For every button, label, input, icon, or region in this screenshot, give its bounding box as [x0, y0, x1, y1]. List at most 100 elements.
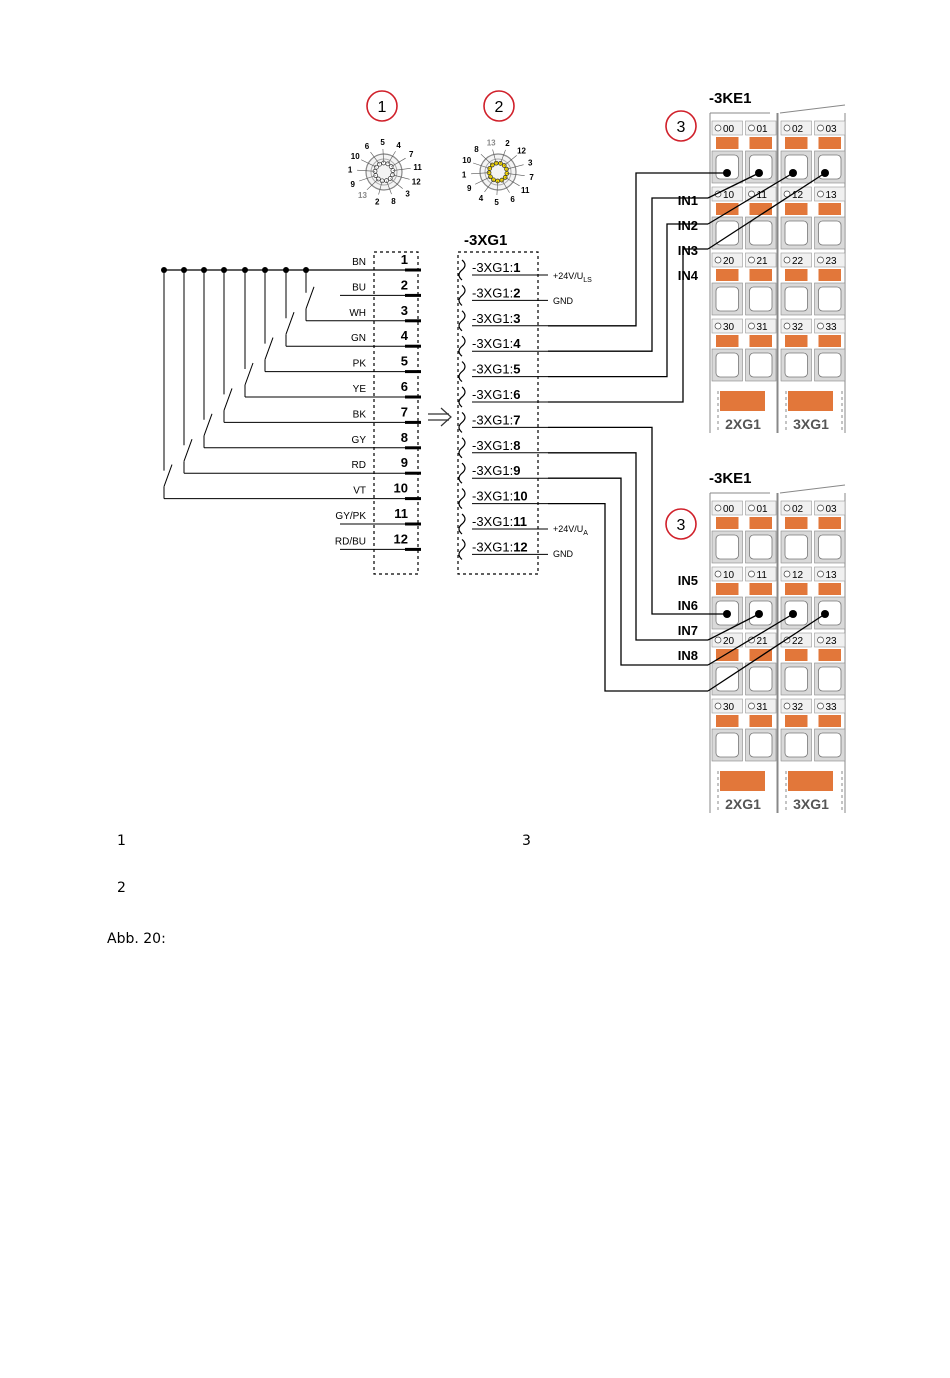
pin-number: 5 [380, 138, 385, 147]
wire-color-label: GY/PK [335, 511, 366, 522]
socket-terminal-label: -3XG1:1 [472, 260, 520, 275]
pin-leader [501, 179, 510, 193]
terminal-label-box [814, 500, 846, 516]
pin-leader [391, 157, 406, 167]
socket-terminal-label: -3XG1:10 [472, 489, 528, 504]
pin-number: 9 [350, 180, 355, 189]
pin-leader [505, 177, 520, 187]
pin-number: 6 [365, 142, 370, 151]
pin-leader [361, 159, 377, 168]
terminal-address: 32 [792, 702, 804, 713]
led-indicator [817, 636, 824, 644]
terminal-label-box [745, 500, 777, 516]
socket-contact-icon [458, 513, 466, 535]
terminal-address: 10 [723, 570, 735, 581]
pin-number: 3 [528, 158, 533, 167]
led-indicator [783, 570, 791, 578]
pin-number: 2 [505, 139, 510, 148]
led-indicator [714, 702, 722, 710]
wire-color-label: BK [353, 409, 367, 420]
plug-pin-number: 6 [401, 379, 408, 394]
socket-terminal-label: -3XG1:6 [472, 387, 520, 402]
terminal-opening [749, 220, 773, 246]
terminal-opening [715, 352, 739, 378]
terminal-label-box [711, 632, 743, 648]
pin-leader [392, 168, 411, 171]
terminal-release-lever [818, 203, 841, 215]
connector-ring [484, 158, 512, 186]
led-indicator [817, 570, 824, 578]
plug-pin-number: 2 [401, 277, 408, 292]
callout-connector-2: 2 [483, 90, 515, 122]
callout-connector-1: 1 [366, 90, 398, 122]
mating-arrow-icon [428, 407, 452, 427]
terminal-label-box [814, 186, 846, 202]
terminal-label-box [780, 252, 812, 268]
terminal-address: 13 [826, 570, 838, 581]
module-housing [709, 484, 846, 813]
route-wire-diagonal [707, 172, 760, 199]
module-input-label: IN3 [678, 243, 698, 258]
terminal-label-box [745, 318, 777, 334]
terminal-opening [715, 220, 739, 246]
led-indicator [714, 322, 722, 330]
pin-number: 4 [479, 194, 484, 203]
terminal-address: 11 [757, 570, 768, 581]
supply-label-t2: GND [553, 296, 574, 306]
socket-terminal-label: -3XG1:2 [472, 285, 520, 300]
pin-number: 9 [467, 184, 472, 193]
socket-terminal-label: -3XG1:5 [472, 362, 520, 377]
module-input-label: IN4 [678, 268, 699, 283]
terminal-address: 31 [757, 322, 769, 333]
plug-label: 3XG1 [793, 416, 829, 432]
pin-number: 8 [474, 145, 479, 154]
wire-color-label: GN [351, 333, 366, 344]
route-wire-diagonal [707, 172, 826, 250]
terminal-label-box [745, 566, 777, 582]
module-title: -3KE1 [709, 90, 752, 107]
plug-pin-number: 8 [401, 430, 408, 445]
switch-wiring [161, 267, 405, 550]
wire-color-label: BU [352, 282, 366, 293]
socket-terminal-label: -3XG1:12 [472, 539, 528, 554]
pin-number: 10 [351, 152, 360, 161]
socket-contact-icon [458, 284, 466, 306]
pin-leader [506, 164, 524, 170]
terminal-label-box [711, 500, 743, 516]
pin-number: 11 [413, 163, 422, 172]
connector-ring [370, 158, 398, 186]
switch-contact [203, 413, 213, 436]
module-housing [709, 104, 846, 433]
plug-connector-body [788, 391, 833, 411]
route-wire [548, 502, 708, 692]
led-indicator [714, 256, 722, 264]
plug-pin-number: 5 [401, 354, 408, 369]
svg-text:3: 3 [677, 517, 686, 534]
socket-contact-icon [458, 437, 466, 459]
socket-contact-icon [458, 538, 466, 560]
terminal-release-lever [716, 269, 739, 281]
terminal-address: 03 [826, 504, 838, 515]
terminal-label-box [745, 698, 777, 714]
led-indicator [714, 636, 722, 644]
terminal-release-lever [818, 517, 841, 529]
pin-leader [370, 151, 380, 165]
terminal-label-box [814, 120, 846, 136]
terminal-release-lever [785, 335, 808, 347]
led-indicator [748, 256, 755, 264]
terminal-label-box [780, 566, 812, 582]
plug-pin-number: 4 [401, 328, 409, 343]
terminal-release-lever [716, 335, 739, 347]
module-input-label: IN6 [678, 598, 698, 613]
terminal-release-lever [785, 649, 808, 661]
terminal-address: 10 [723, 190, 735, 201]
module-input-label: IN7 [678, 623, 698, 638]
plug-block-outline [373, 251, 419, 575]
terminal-release-lever [785, 137, 808, 149]
pin-leader [492, 149, 497, 164]
switch-contact [163, 464, 173, 487]
switch-contact [183, 439, 193, 462]
plug-label: 2XG1 [725, 416, 761, 432]
figure-caption: Abb. 20: [107, 931, 166, 947]
